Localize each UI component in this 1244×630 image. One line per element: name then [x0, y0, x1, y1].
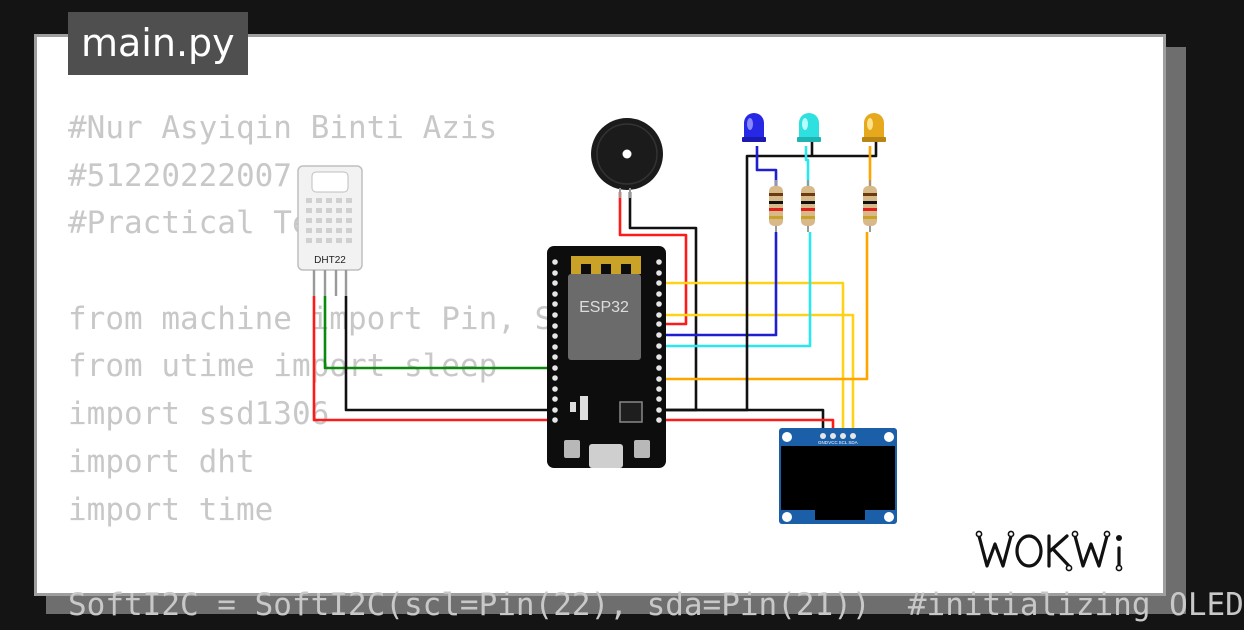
file-tab[interactable]: main.py [68, 12, 248, 75]
wire-led-cyan [659, 232, 812, 348]
wire-oled-sda [659, 281, 845, 432]
oled-pin-gnd: GND [818, 440, 829, 445]
esp32-label: ESP32 [579, 299, 629, 316]
code-line-2: #51220222007 [68, 157, 292, 194]
esp32-board-icon[interactable]: ESP32 [547, 246, 666, 468]
code-line-7: import ssd1306 [68, 396, 330, 433]
wokwi-logo[interactable] [975, 524, 1147, 576]
led-blue-icon[interactable] [742, 113, 766, 142]
wire-oled-gnd [659, 408, 825, 432]
wire-dht-gnd [344, 296, 555, 412]
wire-dht-data [323, 296, 555, 370]
wire-led-blue [659, 232, 778, 337]
oled-pin-sda: SDA [848, 440, 857, 445]
wires [312, 142, 878, 432]
wire-led-blue-top [755, 146, 778, 186]
wire-led-cyan-top [804, 146, 810, 186]
code-line-1: #Nur Asyiqin Binti Azis [68, 110, 498, 146]
resistors [769, 180, 877, 232]
led-orange-icon[interactable] [862, 113, 886, 142]
oled-pin-vcc: VCC [828, 440, 838, 445]
resistor-blue[interactable] [769, 180, 783, 232]
oled-display-icon[interactable]: GND VCC SCL SDA [779, 428, 897, 524]
code-line-8: import dht [68, 443, 255, 480]
wire-buzzer-red [618, 192, 688, 326]
wire-led-orange [659, 232, 869, 381]
code-preview: #Nur Asyiqin Binti Azis#51220222007#Prac… [68, 105, 1244, 630]
resistor-cyan[interactable] [801, 180, 815, 232]
dht22-sensor-icon[interactable]: DHT22 [297, 165, 363, 296]
code-line-11: SoftI2C = SoftI2C(scl=Pin(22), sda=Pin(2… [68, 586, 1244, 623]
led-cyan-icon[interactable] [797, 113, 821, 142]
resistor-orange[interactable] [863, 180, 877, 232]
dht22-label: DHT22 [314, 255, 346, 266]
oled-pin-scl: SCL [839, 440, 848, 445]
code-line-9: import time [68, 491, 274, 528]
wire-dht-vcc [312, 296, 555, 422]
buzzer-icon[interactable] [591, 118, 663, 198]
code-line-6: from utime import sleep [68, 348, 498, 385]
circuit-diagram: DHT22 ESP32 [297, 113, 897, 524]
wire-oled-scl [659, 313, 855, 432]
